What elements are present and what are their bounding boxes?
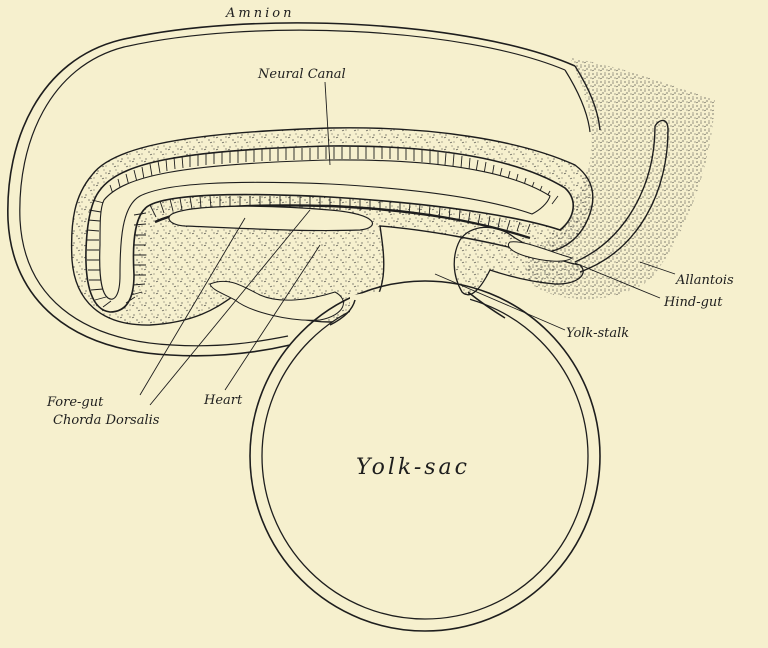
label-chorda-dorsalis: Chorda Dorsalis xyxy=(53,413,160,428)
label-neural-canal: Neural Canal xyxy=(257,67,346,82)
label-heart: Heart xyxy=(203,393,243,408)
label-yolk-sac: Yolk-sac xyxy=(356,455,470,480)
label-allantois: Allantois xyxy=(675,273,734,288)
label-fore-gut: Fore-gut xyxy=(46,395,104,410)
yolk-stalk-opening xyxy=(350,291,470,320)
label-amnion: Amnion xyxy=(225,6,294,21)
label-yolk-stalk: Yolk-stalk xyxy=(566,326,629,341)
label-hind-gut: Hind-gut xyxy=(663,295,723,310)
